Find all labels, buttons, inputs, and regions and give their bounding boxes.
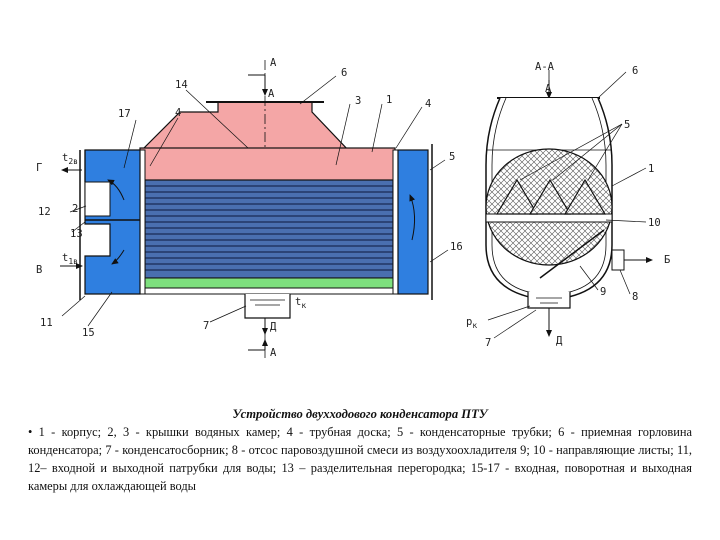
label-1-section: 1 (648, 163, 654, 175)
label-a-right: А (545, 83, 552, 95)
longitudinal-view: 14 17 4 А А 6 3 1 4 5 Г t2в 12 2 13 В t1… (36, 57, 463, 360)
label-12: 12 (38, 206, 51, 218)
label-11: 11 (40, 317, 53, 329)
label-6: 6 (341, 67, 347, 79)
label-5-section: 5 (624, 119, 630, 131)
label-7: 7 (203, 320, 209, 332)
label-v: В (36, 264, 42, 276)
label-14: 14 (175, 79, 188, 91)
air-cooler-baffle (539, 229, 605, 279)
condenser-shell (139, 147, 396, 185)
air-outlet-8 (611, 249, 625, 271)
label-t2v: t2в (62, 152, 78, 166)
figure-caption: Устройство двухходового конденсатора ПТУ… (28, 405, 692, 495)
condensate-layer (144, 277, 394, 289)
label-8: 8 (632, 291, 638, 303)
label-13: 13 (70, 228, 83, 240)
label-6-right: 6 (632, 65, 638, 77)
cross-section-view: А-А А 6 5 1 10 Б 9 8 рк 7 Д (466, 61, 670, 349)
label-4-right: 4 (425, 98, 431, 110)
label-t1v: t1в (62, 252, 78, 266)
label-d-section: Д (556, 335, 563, 347)
tube-sheet-right (392, 149, 399, 295)
label-5: 5 (449, 151, 455, 163)
label-15: 15 (82, 327, 95, 339)
label-a-bottom: А (270, 347, 277, 359)
turning-chamber-16 (397, 149, 429, 295)
condenser-diagram: 14 17 4 А А 6 3 1 4 5 Г t2в 12 2 13 В t1… (36, 57, 670, 360)
label-a-top: А (270, 57, 277, 69)
outlet-pipe-12 (84, 181, 111, 217)
label-3: 3 (355, 95, 361, 107)
label-9: 9 (600, 286, 606, 298)
guide-sheet-2 (528, 178, 572, 215)
tube-sheet-left (139, 149, 146, 295)
caption-body: • 1 - корпус; 2, 3 - крышки водяных каме… (28, 425, 692, 493)
tube-bundle (144, 179, 394, 279)
hotwell-section (527, 292, 571, 309)
guide-sheet-1 (495, 178, 539, 215)
label-4-left: 4 (175, 107, 181, 119)
water-chamber-left (84, 149, 141, 295)
label-10: 10 (648, 217, 661, 229)
condenser-tubes (145, 185, 393, 271)
guide-sheet-3 (563, 178, 607, 215)
label-2: 2 (72, 203, 78, 215)
label-tk: tк (295, 296, 306, 310)
label-7-section: 7 (485, 337, 491, 349)
label-d: Д (270, 321, 277, 333)
label-a-a: А-А (535, 61, 555, 73)
label-a-inlet: А (268, 88, 275, 100)
caption-title: Устройство двухходового конденсатора ПТУ (232, 407, 488, 421)
label-1: 1 (386, 94, 392, 106)
label-g: Г (36, 162, 42, 174)
hotwell-7 (244, 294, 291, 319)
label-b: Б (664, 254, 670, 266)
label-pk: рк (466, 316, 477, 330)
label-17: 17 (118, 108, 131, 120)
label-16: 16 (450, 241, 463, 253)
